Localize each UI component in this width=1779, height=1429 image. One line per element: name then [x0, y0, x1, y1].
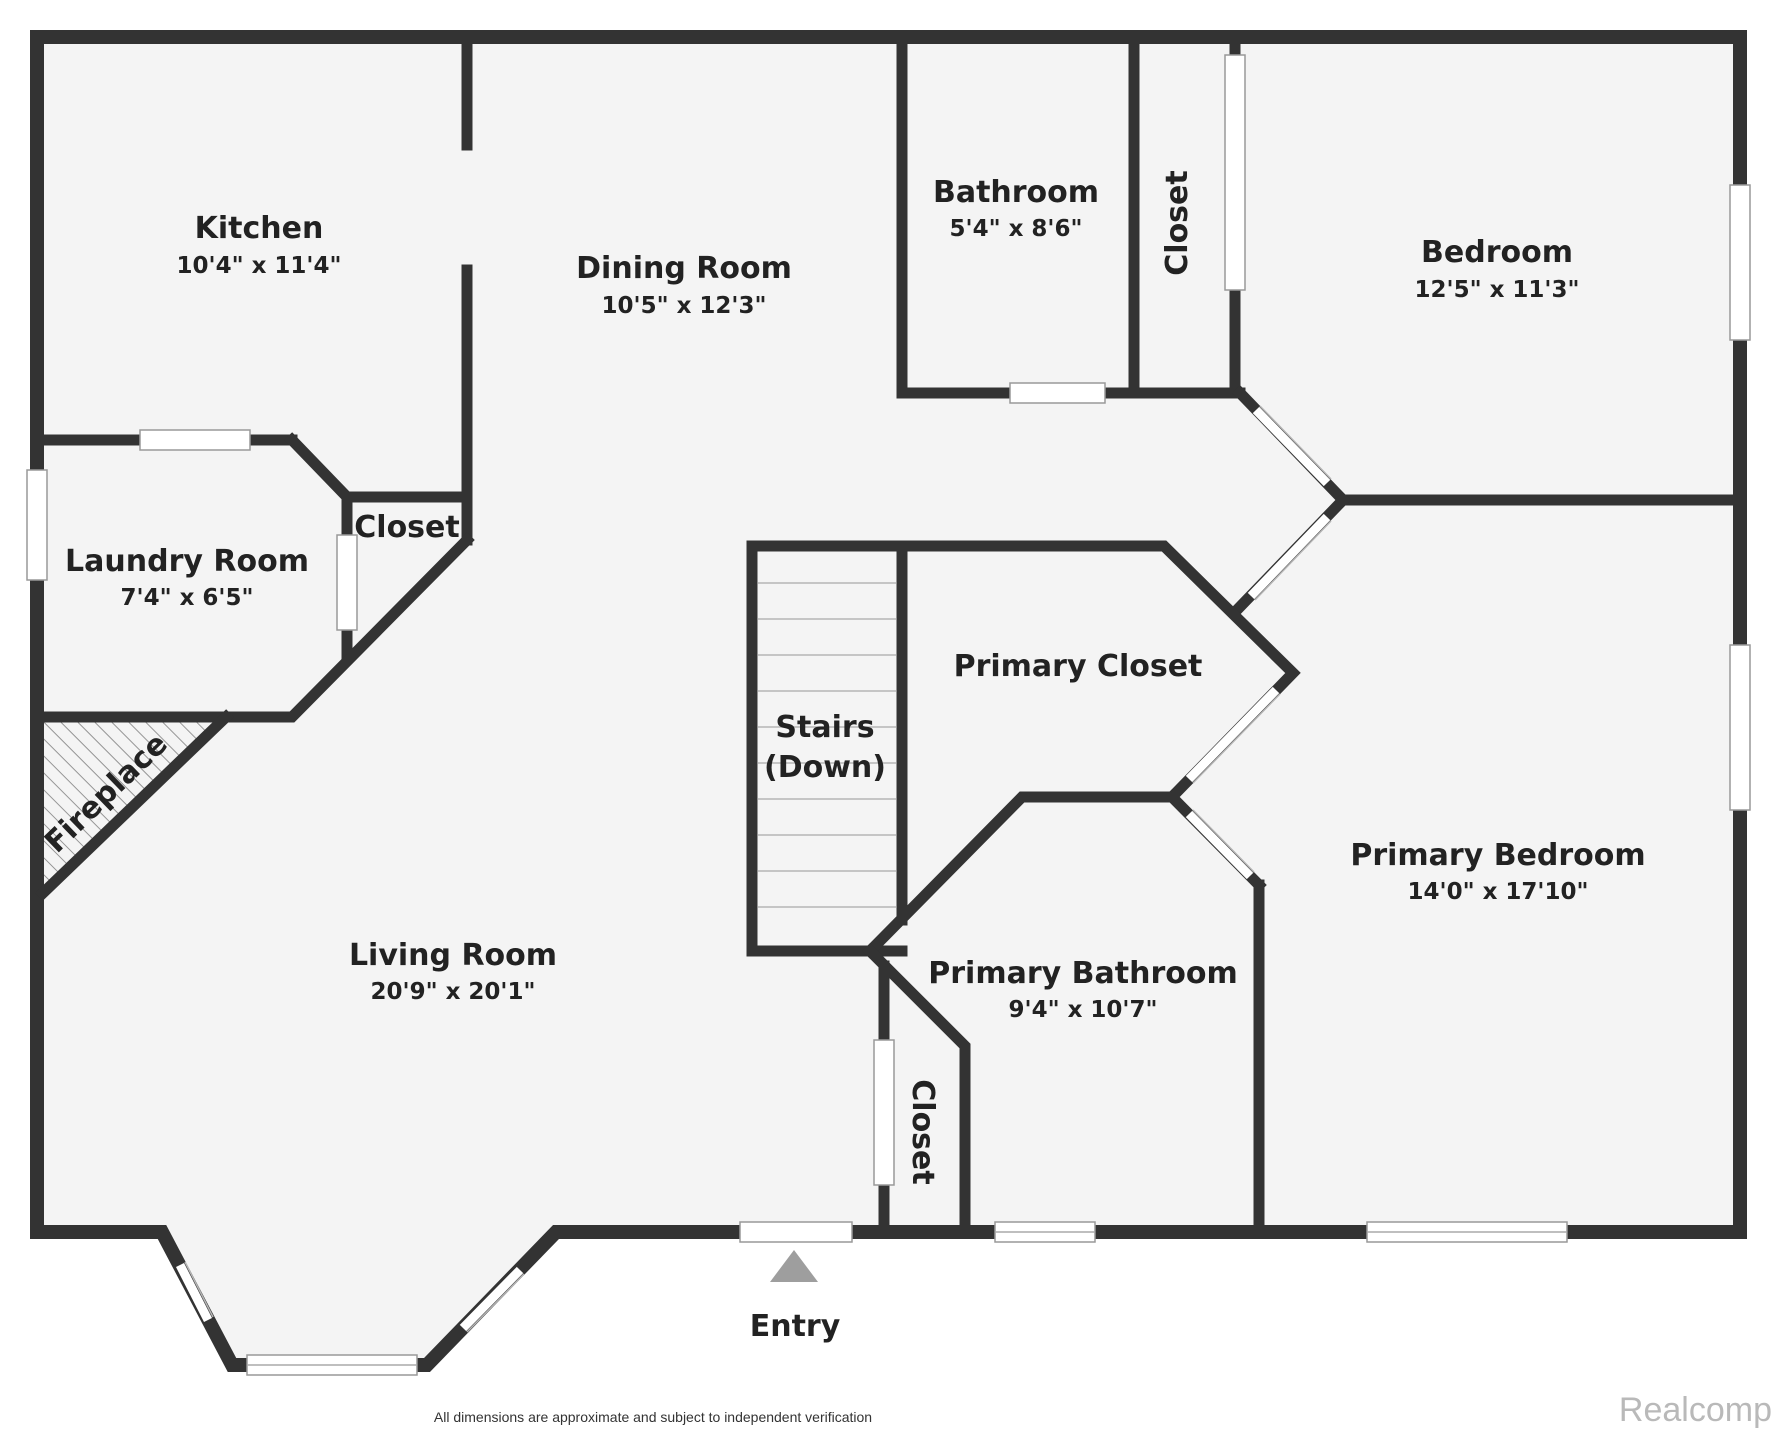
stairs-direction-label: (Down) [764, 750, 886, 785]
primary-closet-label: Primary Closet [954, 649, 1203, 684]
kitchen-dims: 10'4" x 11'4" [177, 253, 342, 279]
brand-watermark: Realcomp [1619, 1391, 1772, 1429]
dining-room-dims: 10'5" x 12'3" [602, 293, 767, 319]
top-closet-label: Closet [1160, 170, 1195, 275]
bottom-closet-label: Closet [905, 1079, 940, 1184]
laundry-room-dims: 7'4" x 6'5" [121, 585, 254, 611]
entry-label: Entry [750, 1309, 841, 1344]
windows [26, 54, 1751, 1376]
primary-bathroom-label: Primary Bathroom [928, 956, 1237, 991]
entry-arrow-icon [770, 1250, 818, 1282]
laundry-closet-label: Closet [354, 510, 459, 545]
primary-bedroom-dims: 14'0" x 17'10" [1408, 879, 1589, 905]
kitchen-label: Kitchen [195, 211, 324, 246]
bathroom-label: Bathroom [933, 175, 1099, 210]
stairs-label: Stairs [775, 710, 874, 745]
living-room-dims: 20'9" x 20'1" [371, 979, 536, 1005]
disclaimer-text: All dimensions are approximate and subje… [434, 1409, 872, 1425]
primary-bedroom-label: Primary Bedroom [1350, 838, 1645, 873]
stair-treads [758, 582, 896, 908]
doorways [1185, 405, 1332, 880]
living-room-label: Living Room [349, 938, 557, 973]
primary-bathroom-dims: 9'4" x 10'7" [1009, 997, 1158, 1023]
laundry-room-label: Laundry Room [65, 544, 309, 579]
bedroom-dims: 12'5" x 11'3" [1415, 277, 1580, 303]
room-labels: Kitchen 10'4" x 11'4" Dining Room 10'5" … [38, 170, 1646, 1344]
bathroom-dims: 5'4" x 8'6" [950, 216, 1083, 242]
bedroom-label: Bedroom [1421, 235, 1573, 270]
dining-room-label: Dining Room [576, 251, 792, 286]
